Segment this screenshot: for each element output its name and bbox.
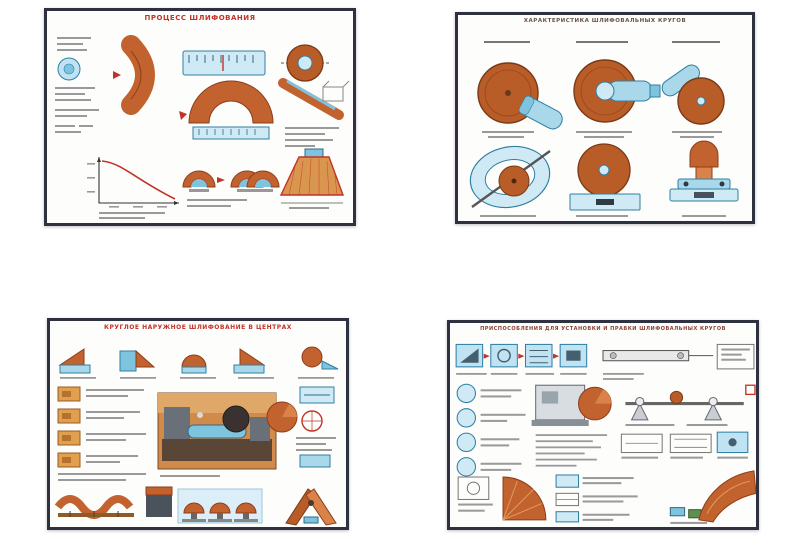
caption-lines <box>57 37 91 51</box>
waved-belt-figure <box>54 495 134 519</box>
tool-schematic-row <box>58 346 339 379</box>
small-machine-figure <box>145 486 173 517</box>
wheel-on-block-figure <box>569 143 641 217</box>
wheel-on-axis-figure <box>281 44 331 82</box>
wheel-profile-figures <box>182 170 280 207</box>
detail-circle-list <box>456 383 526 428</box>
caption-lines <box>58 473 220 481</box>
inclined-bar-figure <box>278 78 350 120</box>
grinding-machine-photo <box>157 392 298 470</box>
blue-square-diagram-row <box>455 343 588 368</box>
poster-wheel-types: ХАРАКТЕРИСТИКА ШЛИФОВАЛЬНЫХ КРУГОВ <box>455 12 755 224</box>
wheel-section-figure <box>179 80 274 140</box>
scale-plate-figure <box>182 50 266 76</box>
wheel-on-arbor-figure <box>573 59 661 123</box>
jack-outline-figure <box>457 476 493 512</box>
caption-lines <box>285 127 339 147</box>
detail-circle-list <box>456 432 522 477</box>
step-block-list <box>57 386 146 468</box>
small-schematic-stack <box>555 474 638 523</box>
trapezoid-profile-figure <box>279 148 345 209</box>
caption-lines <box>55 87 99 133</box>
shaft-schematic <box>602 343 755 370</box>
dressing-tool-figure <box>669 140 739 217</box>
tongs-figure <box>285 488 337 526</box>
poster-grinding-process-graphics <box>55 35 350 219</box>
cone-fan-figure <box>669 470 756 524</box>
dome-fixture-figures <box>177 488 263 524</box>
ring-gauge-figure <box>469 145 551 217</box>
poster-dressing-devices: ПРИСПОСОБЛЕНИЯ ДЛЯ УСТАНОВКИ И ПРАВКИ ШЛ… <box>447 320 759 530</box>
poster-external-grinding-graphics <box>54 346 339 526</box>
poster-wheel-types-graphics <box>469 41 739 217</box>
wear-curve-chart <box>87 157 179 219</box>
quarter-fan-figure <box>502 476 547 521</box>
poster-external-grinding: КРУГЛОЕ НАРУЖНОЕ ШЛИФОВАНИЕ В ЦЕНТРАХ <box>47 318 349 530</box>
balancing-stand-figure <box>625 384 756 427</box>
caption-lines <box>456 372 644 380</box>
poster-grinding-process: ПРОЦЕСС ШЛИФОВАНИЯ <box>44 8 356 226</box>
side-diagram-column <box>296 386 336 468</box>
poster-title: ПРИСПОСОБЛЕНИЯ ДЛЯ УСТАНОВКИ И ПРАВКИ ШЛ… <box>480 326 726 332</box>
wheel-on-quill-figure <box>661 64 725 125</box>
chip-crescent-figure <box>113 35 155 115</box>
fixture-outline-diagrams <box>620 431 749 459</box>
poster-title: КРУГЛОЕ НАРУЖНОЕ ШЛИФОВАНИЕ В ЦЕНТРАХ <box>104 324 292 331</box>
wheel-on-spindle-figure <box>477 62 563 130</box>
abrasive-grain-figure <box>57 57 81 81</box>
caption-lines <box>482 131 722 138</box>
poster-title: ПРОЦЕСС ШЛИФОВАНИЯ <box>144 14 256 22</box>
caption-lines <box>484 41 720 43</box>
text-block <box>535 434 608 467</box>
poster-dressing-devices-graphics <box>455 343 756 524</box>
poster-title: ХАРАКТЕРИСТИКА ШЛИФОВАЛЬНЫХ КРУГОВ <box>523 18 687 24</box>
machine-with-wheel-figure <box>531 384 612 427</box>
